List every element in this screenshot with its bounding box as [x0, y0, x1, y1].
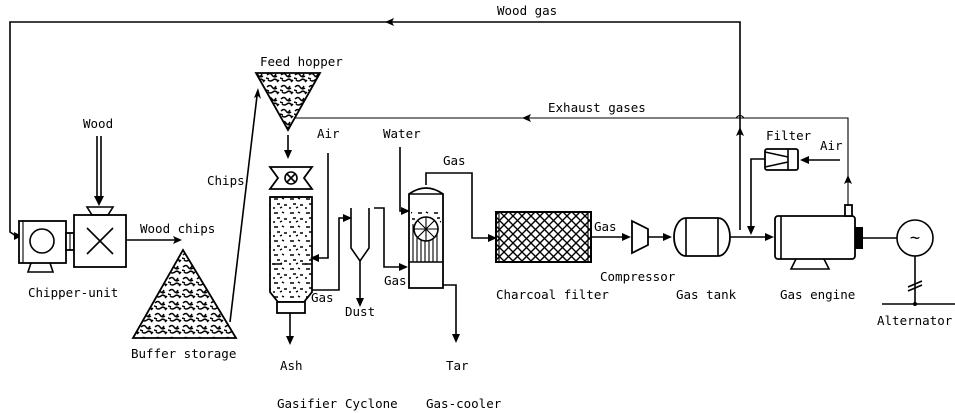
gasifier-valve-cross-icon	[286, 173, 296, 183]
chipper-motor-housing	[18, 220, 67, 264]
gas-engine-block	[774, 215, 856, 260]
gasifier-gas-arrowhead	[343, 214, 352, 222]
gasifier-gas-line	[312, 217, 346, 291]
tar-line	[443, 284, 457, 336]
gas-tank	[673, 217, 731, 257]
gasifier	[268, 166, 314, 314]
compressor-arrowhead	[663, 233, 672, 241]
gasifier-body	[269, 196, 313, 303]
compressor	[631, 219, 649, 255]
gasifier-air-arrowhead	[310, 254, 319, 262]
gasifier-valve-circle	[284, 171, 298, 185]
dust-arrowhead	[356, 298, 364, 307]
cooler-gas-out-label: Gas	[443, 153, 466, 168]
cyclone-body	[350, 208, 370, 263]
feed-hopper-label: Feed hopper	[260, 54, 343, 69]
engine-air-label: Air	[820, 138, 843, 153]
gas-cooler-packing	[412, 224, 438, 262]
gas-tank-label: Gas tank	[676, 287, 737, 302]
exhaust-arrowhead	[522, 114, 531, 122]
air-filter-body	[764, 148, 799, 171]
line-crossover	[735, 114, 745, 119]
gas-cooler-label: Gas-cooler	[426, 396, 502, 411]
wood-input-line	[96, 136, 102, 200]
cyclone-label: Cyclone	[345, 396, 398, 411]
engine-air-arrowhead	[800, 156, 809, 164]
gasifier-air-line	[316, 153, 329, 259]
exhaust-up-arrowhead	[844, 175, 852, 184]
filter-to-engine-line	[750, 158, 765, 228]
gasifier-air-label: Air	[317, 126, 340, 141]
cooler-gas-in-label: Gas	[384, 273, 407, 288]
charcoal-filter	[495, 211, 592, 263]
gas-engine	[774, 204, 863, 270]
wood-arrowhead	[94, 196, 104, 206]
wood-gas-arrowhead-chipper	[14, 232, 22, 240]
wood-gas-branch-arrowhead	[736, 127, 744, 136]
buffer-storage-pile	[131, 248, 238, 339]
gasifier-ash-pot	[276, 301, 306, 314]
alternator-phase-ticks	[907, 280, 923, 292]
wood-chips-label: Wood chips	[140, 221, 215, 236]
exhaust-gases-label: Exhaust gases	[548, 100, 646, 115]
cooler-gas-out-line	[425, 172, 490, 239]
gasifier-gas-label: Gas	[311, 290, 334, 305]
feed-hopper	[254, 72, 322, 132]
gas-tank-seams	[685, 218, 719, 256]
compressor-label: Compressor	[600, 269, 676, 284]
hopper-arrowhead	[284, 150, 292, 159]
water-line	[399, 147, 404, 212]
wood-gas-label: Wood gas	[497, 3, 557, 18]
exhaust-gases-line	[290, 117, 849, 180]
charcoal-filter-body	[495, 211, 592, 263]
tar-label: Tar	[446, 358, 469, 373]
chipper-motor-base	[26, 262, 55, 273]
cooler-gas-out-arrowhead	[488, 234, 497, 242]
filter-gas-label: Gas	[594, 219, 617, 234]
gas-cooler-rotor-spokes-icon	[414, 217, 438, 241]
chipper-cross-icon	[86, 227, 114, 255]
air-filter-element-icon	[764, 149, 789, 170]
wood-gas-loop	[9, 18, 741, 240]
alternator-label: Alternator	[877, 313, 953, 328]
water-arrowhead	[401, 207, 410, 215]
filter-label: Filter	[766, 128, 812, 143]
gas-engine-base	[789, 258, 831, 270]
wood-chips-arrowhead	[173, 236, 182, 244]
chips-label: Chips	[207, 173, 245, 188]
filter-gas-arrowhead	[622, 233, 631, 241]
cooler-gas-in-arrowhead	[399, 263, 408, 271]
gas-engine-flywheel	[855, 227, 863, 249]
water-label: Water	[383, 126, 421, 141]
cyclone	[350, 207, 402, 268]
chips-conveyor-line	[229, 95, 258, 323]
exhaust-gases-line-group	[290, 114, 849, 180]
gas-tank-body	[673, 217, 731, 257]
ash-arrowhead	[286, 336, 294, 345]
ash-label: Ash	[280, 358, 303, 373]
wood-gas-arrowhead-top	[385, 18, 394, 26]
filter-to-engine-arrowhead	[747, 226, 755, 235]
alternator-sine-icon: ~	[910, 228, 920, 248]
chips-arrowhead	[254, 88, 261, 99]
gas-cooler	[408, 187, 444, 289]
cyclone-gas-outlet	[374, 207, 402, 268]
tar-arrowhead	[452, 334, 460, 343]
gas-engine-label: Gas engine	[780, 287, 855, 302]
dust-label: Dust	[345, 304, 375, 319]
engine-gas-arrowhead	[765, 233, 774, 241]
wood-gas-line	[9, 21, 741, 237]
chipper-motor-circle	[29, 228, 55, 254]
chipper-feed-funnel	[85, 206, 115, 216]
wood-label: Wood	[83, 116, 113, 131]
gas-engine-exhaust-stub	[844, 204, 853, 217]
chipper-unit-label: Chipper-unit	[28, 285, 118, 300]
charcoal-filter-label: Charcoal filter	[496, 287, 609, 302]
air-filter	[764, 148, 799, 171]
chipper-unit	[18, 206, 127, 273]
buffer-storage-label: Buffer storage	[131, 346, 236, 361]
gasifier-label: Gasifier	[277, 396, 338, 411]
